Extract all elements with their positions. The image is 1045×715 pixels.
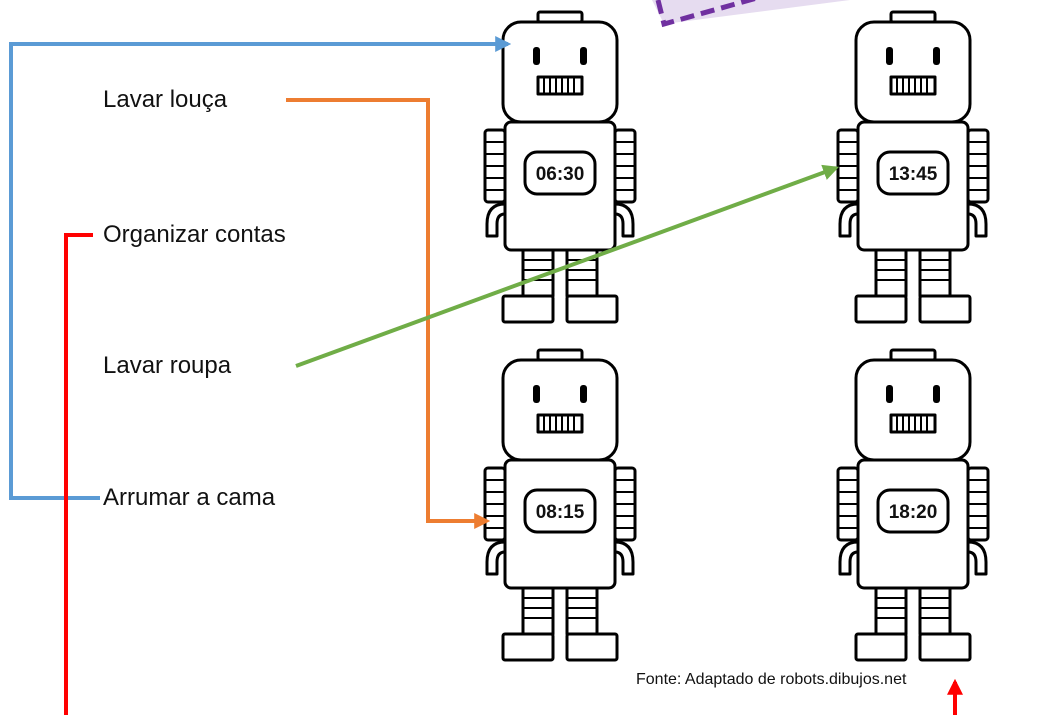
- line-red-organizar-contas: [64, 233, 93, 715]
- robot-time-label: 13:45: [889, 164, 938, 185]
- robot-bottom-left: 08:15: [483, 348, 637, 662]
- task-lavar-roupa: Lavar roupa: [103, 352, 232, 379]
- robot-bottom-right: 18:20: [836, 348, 990, 662]
- robot-time-label: 08:15: [536, 502, 585, 523]
- robot-time-label: 18:20: [889, 502, 938, 523]
- arrow-orange-lavar-louca: [286, 98, 491, 529]
- robot-top-left: 06:30: [483, 10, 637, 324]
- robot-top-right: 13:45: [836, 10, 990, 324]
- robot-time-label: 06:30: [536, 164, 585, 185]
- source-note: Fonte: Adaptado de robots.dibujos.net: [636, 671, 907, 688]
- task-organizar-contas: Organizar contas: [103, 221, 286, 248]
- arrow-blue-arrumar-cama: [9, 36, 512, 500]
- dashed-callout-box: [652, 0, 850, 28]
- task-arrumar-cama: Arrumar a cama: [103, 484, 276, 511]
- arrow-green-lavar-roupa: [295, 164, 840, 368]
- task-lavar-louca: Lavar louça: [103, 86, 228, 113]
